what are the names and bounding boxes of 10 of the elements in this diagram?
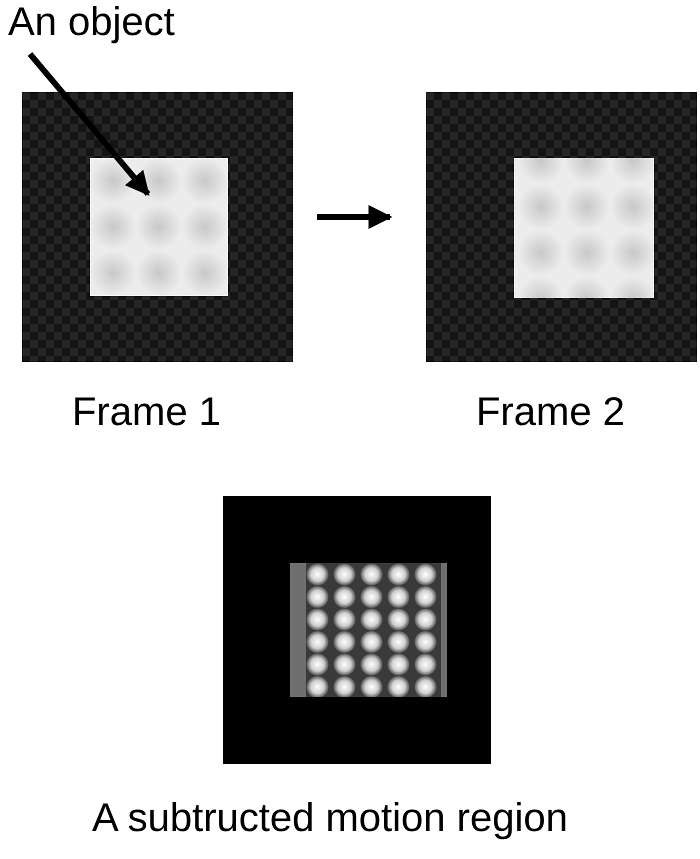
image-caption: A subtructed motion region [92, 798, 568, 838]
image-caption: Frame 2 [476, 392, 625, 432]
image-caption: Frame 1 [72, 392, 221, 432]
video-frame-image [426, 92, 697, 362]
callout-label: An object [8, 2, 176, 42]
object-square [90, 158, 228, 296]
leader-line [28, 52, 150, 196]
arrow [317, 205, 392, 229]
difference-image [223, 496, 491, 764]
video-frame-image [22, 92, 293, 362]
